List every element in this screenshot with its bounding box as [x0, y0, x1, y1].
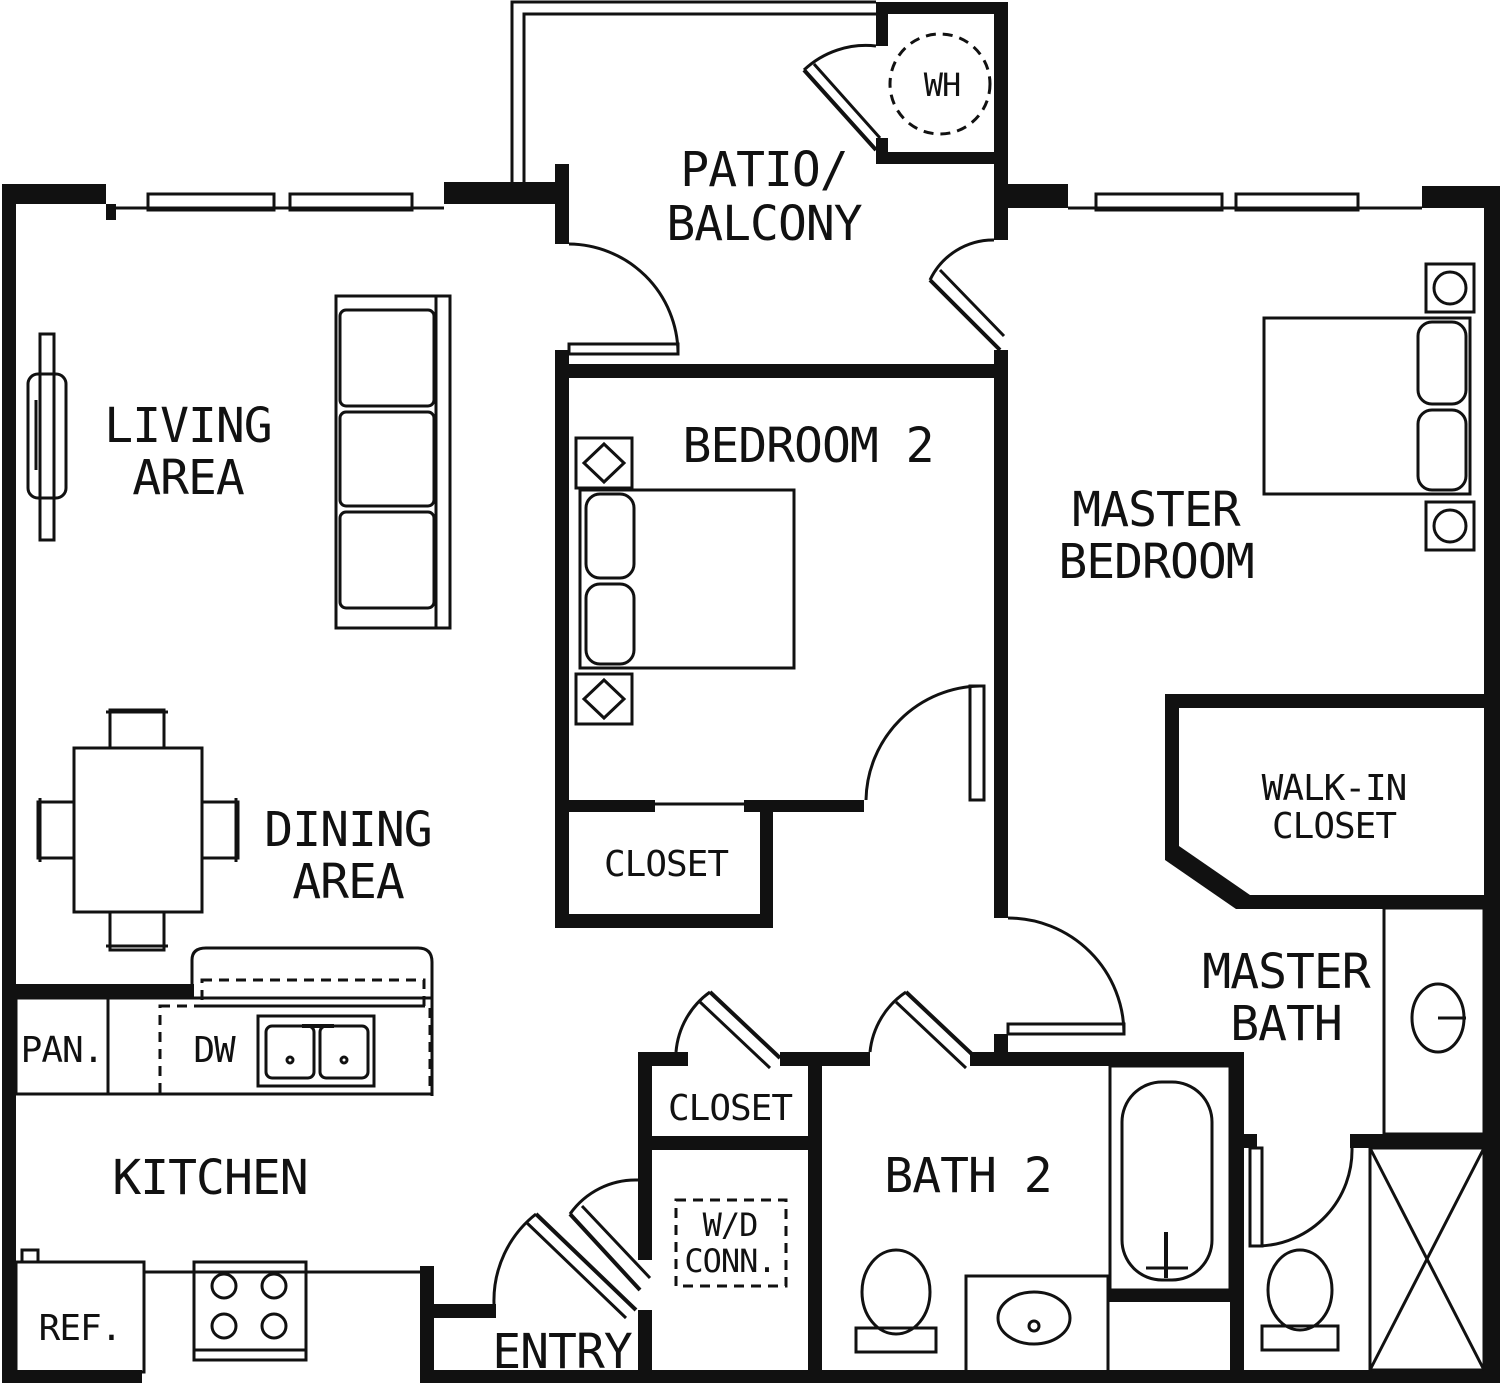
kitchen-label: KITCHEN: [112, 1150, 307, 1206]
wd-connection-label: W/D: [703, 1206, 758, 1244]
wd-connection-label-line2: CONN.: [684, 1242, 775, 1280]
walk-in-closet-label-line2: CLOSET: [1272, 806, 1396, 847]
master-bed-icon: [1262, 262, 1476, 552]
furniture: [14, 32, 1486, 1374]
living-area-label: LIVING: [104, 398, 271, 454]
labels: PATIO/ BALCONY WH LIVING AREA BEDROOM 2 …: [21, 66, 1408, 1380]
master-bath-label: MASTER: [1202, 944, 1370, 1000]
bed-icon: [574, 436, 796, 726]
stove-icon: [192, 1260, 308, 1362]
master-bath-label-line2: BATH: [1230, 996, 1342, 1052]
water-heater-icon: [888, 32, 992, 136]
washer-dryer-icon: [674, 1198, 788, 1288]
hall-closet-label: CLOSET: [668, 1088, 792, 1129]
bedroom2-label: BEDROOM 2: [682, 418, 933, 474]
patio-label-line2: BALCONY: [666, 196, 862, 252]
bedroom2-closet-label: CLOSET: [604, 844, 728, 885]
refrigerator-icon: [14, 1260, 146, 1374]
kitchen-counter-icon: [14, 946, 434, 1096]
dishwasher-label: DW: [193, 1030, 236, 1071]
entry-label: ENTRY: [492, 1324, 633, 1380]
refrigerator-label: REF.: [39, 1308, 122, 1349]
dining-area-label-line2: AREA: [292, 854, 405, 910]
master-vanity-icon: [1382, 906, 1486, 1136]
master-toilet-icon: [1260, 1248, 1340, 1352]
dining-area-label: DINING: [264, 802, 431, 858]
sink-icon: [256, 1014, 376, 1088]
living-area-label-line2: AREA: [132, 450, 245, 506]
windows: [116, 0, 1422, 212]
dining-table-icon: [36, 708, 240, 952]
master-bedroom-label: MASTER: [1072, 482, 1240, 538]
sofa-icon: [334, 294, 452, 630]
master-bedroom-label-line2: BEDROOM: [1058, 534, 1253, 590]
bathtub-icon: [1108, 1064, 1232, 1292]
bath2-vanity-icon: [964, 1274, 1110, 1374]
doors: [492, 43, 1422, 1320]
patio-label: PATIO/: [680, 142, 847, 198]
shower-icon: [1368, 1146, 1486, 1372]
walk-in-closet-label: WALK-IN: [1262, 768, 1407, 809]
toilet-icon: [854, 1248, 938, 1354]
water-heater-label: WH: [924, 66, 961, 104]
pantry-label: PAN.: [21, 1030, 104, 1071]
bath2-label: BATH 2: [884, 1148, 1051, 1204]
